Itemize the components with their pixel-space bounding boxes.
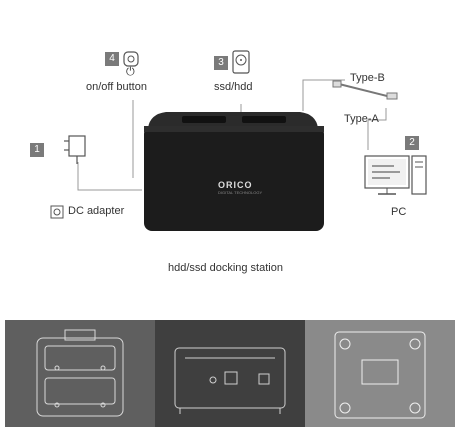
on-off-button-label: on/off button [86, 81, 147, 93]
docking-station-image [144, 112, 324, 231]
type-a-wire [367, 108, 387, 150]
rear-view-drawing [174, 347, 286, 414]
step-4-badge: 4 [105, 52, 119, 66]
bottom-view-drawing [334, 331, 426, 419]
bottom-view-panel [305, 320, 455, 427]
step-3-badge: 3 [214, 56, 228, 70]
top-view-panel [5, 320, 155, 427]
pc-icon [364, 155, 427, 195]
hard-drive-icon [232, 50, 250, 74]
type-a-label: Type-A [344, 113, 379, 125]
step-1-badge: 1 [30, 143, 44, 157]
connection-diagram: 4 ⏻ on/off button 3 ssd/hdd 1 DC adapter… [30, 50, 427, 274]
type-b-wire [302, 79, 345, 111]
product-views [5, 320, 455, 427]
ssd-hdd-label: ssd/hdd [214, 81, 253, 93]
dc-wire [77, 162, 142, 191]
top-view-drawing [36, 329, 124, 417]
dc-adapter-label: DC adapter [68, 205, 125, 217]
power-symbol-icon: ⏻ [126, 66, 135, 78]
power-button-icon [123, 51, 139, 67]
rear-view-panel [155, 320, 305, 427]
usb-cable-icon [332, 80, 398, 100]
type-b-label: Type-B [350, 72, 385, 84]
brand-tagline: DIGITAL TECHNOLOGY [218, 190, 263, 195]
step-2-badge: 2 [405, 136, 419, 150]
pc-label: PC [391, 206, 407, 218]
dc-jack-icon [50, 205, 64, 219]
power-adapter-icon [64, 135, 86, 164]
brand-logo: ORICO [218, 180, 253, 190]
docking-station-caption: hdd/ssd docking station [168, 262, 283, 274]
